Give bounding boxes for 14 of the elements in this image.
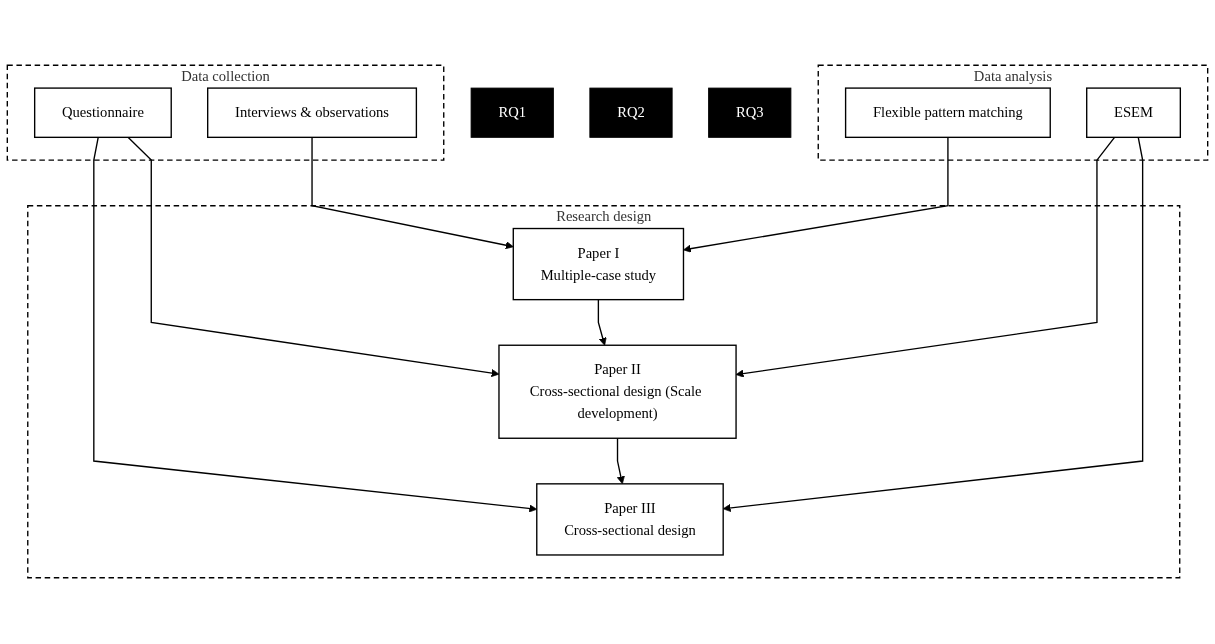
node-box: Paper II Cross-sectional design (Scale development)	[498, 345, 737, 440]
node-box: RQ3	[708, 88, 792, 139]
node-box: Questionnaire	[34, 87, 172, 139]
node-box: ESEM	[1086, 87, 1181, 139]
node-box: Paper I Multiple-case study	[512, 228, 685, 301]
node-box: Flexible pattern matching	[844, 87, 1051, 139]
node-box: Interviews & observations	[207, 87, 418, 139]
node-box: RQ1	[470, 88, 554, 139]
node-box: RQ2	[589, 88, 673, 139]
arrow	[597, 299, 607, 347]
arrow	[616, 438, 625, 485]
node-box: Paper III Cross-sectional design	[536, 483, 724, 557]
arrow	[311, 137, 514, 250]
arrow	[683, 137, 949, 254]
